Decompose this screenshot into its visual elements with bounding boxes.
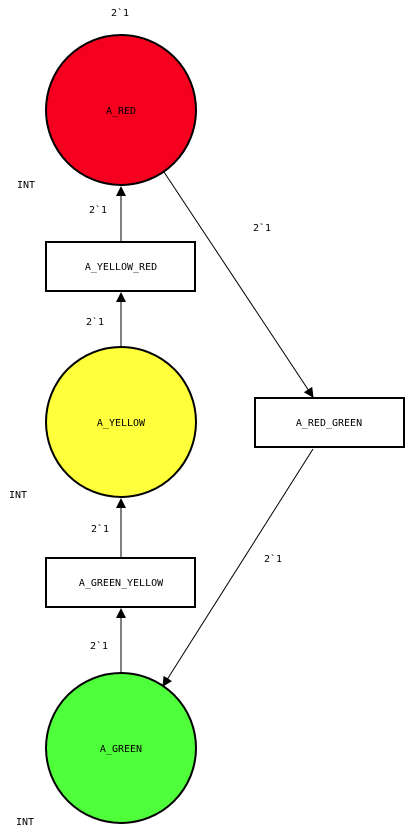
arc-greenyellow-to-yellow-inscription: 2`1: [91, 523, 109, 535]
arc-redgreen-to-green-inscription: 2`1: [264, 553, 282, 565]
transition-a-red-green[interactable]: [254, 397, 405, 448]
arc-redgreen-to-green: [162, 448, 314, 687]
place-a-yellow-label: A_YELLOW: [97, 418, 146, 429]
arc-green-to-greenyellow-inscription: 2`1: [90, 640, 108, 652]
transition-a-red-green-label: A_RED_GREEN: [296, 418, 362, 429]
arc-yellow-to-yellowred-inscription: 2`1: [86, 316, 104, 328]
arc-yellowred-to-red-inscription: 2`1: [89, 204, 107, 216]
place-a-yellow-type: INT: [9, 490, 27, 501]
place-a-green-type: INT: [16, 817, 34, 828]
transition-a-green-yellow[interactable]: [45, 557, 196, 608]
place-a-green[interactable]: [45, 672, 197, 824]
transition-a-yellow-red-label: A_YELLOW_RED: [85, 262, 157, 273]
place-a-red-label: A_RED: [106, 106, 136, 117]
place-a-green-label: A_GREEN: [100, 744, 142, 755]
place-a-red-marking: 2`1: [111, 7, 129, 19]
arc-red-to-redgreen: [163, 171, 314, 398]
place-a-yellow[interactable]: [45, 346, 197, 498]
arc-red-to-redgreen-inscription: 2`1: [253, 222, 271, 234]
transition-a-green-yellow-label: A_GREEN_YELLOW: [79, 578, 164, 589]
transition-a-yellow-red[interactable]: [45, 241, 196, 292]
place-a-red[interactable]: [45, 34, 197, 186]
place-a-red-type: INT: [17, 180, 35, 191]
